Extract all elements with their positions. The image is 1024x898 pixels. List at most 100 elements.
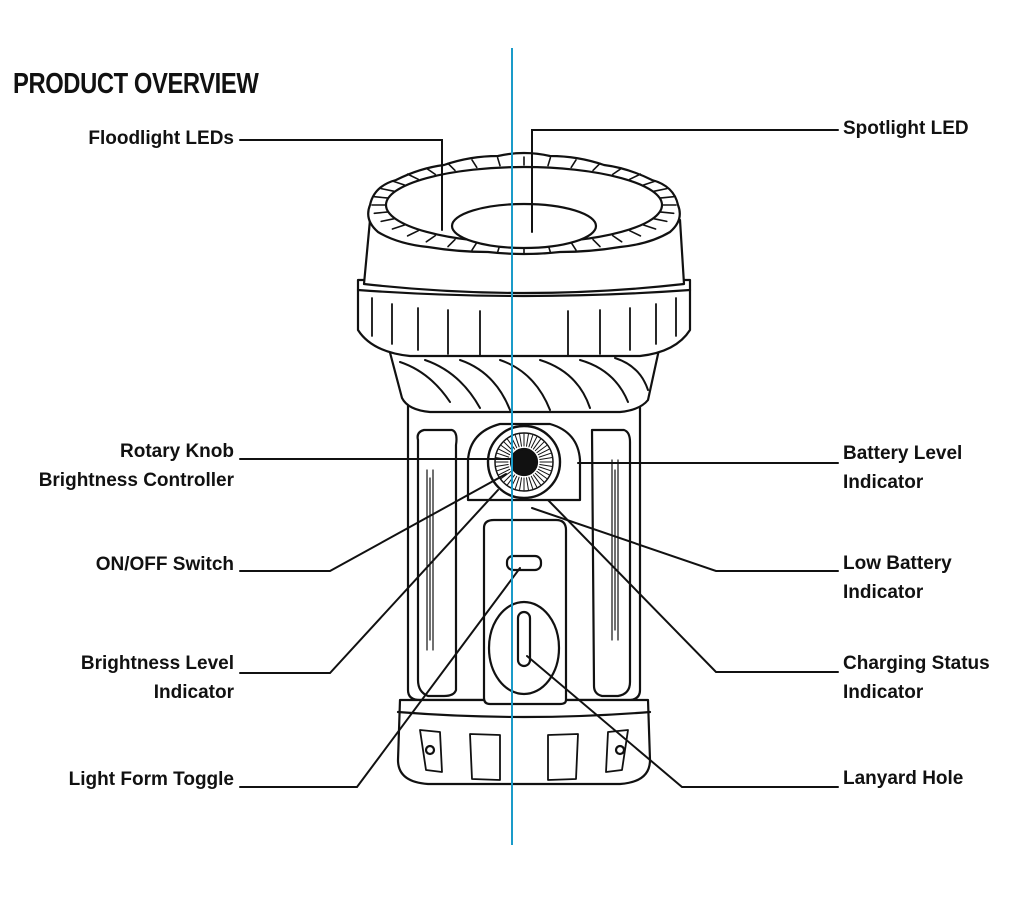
knob-knurl-line <box>536 470 548 479</box>
knob-knurl-line <box>528 434 534 448</box>
bezel-tooth <box>471 159 478 169</box>
bezel-tooth <box>406 229 420 237</box>
page-title: PRODUCT OVERVIEW <box>13 68 259 100</box>
knob-knurl-line <box>530 436 538 449</box>
bezel-tooth <box>471 241 478 251</box>
left-grip-panel <box>416 428 458 698</box>
bottom-screw-right <box>614 744 626 756</box>
knob-knurl-line <box>539 457 553 460</box>
bezel-tooth <box>391 180 406 186</box>
knob-knurl-line <box>534 441 545 452</box>
neck-groove-6 <box>579 359 629 403</box>
knob-knurl-line <box>496 452 510 458</box>
bezel-tooth <box>642 180 657 186</box>
label-battery-level: Battery Level Indicator <box>843 439 962 497</box>
bezel-tooth <box>391 224 406 230</box>
knob-knurl-line <box>498 468 511 476</box>
bezel-tooth <box>642 224 657 230</box>
knob-knurl-line <box>537 448 550 456</box>
bottom-cap-notch-3 <box>547 733 579 781</box>
knob-knurl-line <box>526 477 529 491</box>
neck-groove-4 <box>499 359 551 411</box>
label-low-battery-line2: Indicator <box>843 582 924 603</box>
bezel-tooth <box>447 238 456 248</box>
bezel-tooth <box>659 211 675 215</box>
label-battery-level-line2: Indicator <box>843 472 924 493</box>
label-battery-level-line1: Battery Level <box>843 443 963 464</box>
label-floodlight-leds: Floodlight LEDs <box>88 124 234 153</box>
collar-ring <box>356 278 692 358</box>
knob-knurl-line <box>519 477 522 491</box>
bezel-tooth <box>592 238 601 248</box>
bezel-tooth <box>425 167 437 176</box>
rotary-knob-center <box>509 447 539 477</box>
knob-knurl-line <box>534 472 545 483</box>
bottom-cap-notch-1 <box>419 729 443 773</box>
bezel-tooth <box>406 173 420 181</box>
bezel-tooth <box>628 173 642 181</box>
label-lanyard-hole: Lanyard Hole <box>843 764 963 793</box>
bezel-tooth <box>380 187 396 193</box>
bezel-tooth <box>611 167 623 176</box>
bottom-cap-notch-4 <box>605 729 629 773</box>
label-spotlight-led-line1: Spotlight LED <box>843 118 969 139</box>
label-brightness-level-line1: Brightness Level <box>80 653 234 674</box>
knob-knurl-line <box>538 452 552 458</box>
bezel-tooth <box>380 217 396 223</box>
bezel-tooth <box>570 159 577 169</box>
label-rotary-knob-line1: Rotary Knob <box>120 441 234 462</box>
knob-knurl-line <box>500 445 512 454</box>
collar-ring-top <box>356 288 692 298</box>
bezel-tooth <box>611 234 623 243</box>
label-spotlight-led: Spotlight LED <box>843 114 969 143</box>
knob-knurl-line <box>498 448 511 456</box>
light-form-toggle-button <box>505 554 543 572</box>
bezel-tooth <box>592 162 601 172</box>
label-charging-status-line1: Charging Status <box>843 653 990 674</box>
bottom-cap-rim <box>396 710 652 719</box>
bezel-tooth <box>652 187 668 193</box>
label-on-off-switch: ON/OFF Switch <box>96 550 234 579</box>
bezel-tooth <box>628 229 642 237</box>
spiral-neck <box>386 343 662 414</box>
knob-knurl-line <box>519 433 522 447</box>
leader-light-form-toggle <box>239 567 521 788</box>
label-low-battery: Low Battery Indicator <box>843 549 952 607</box>
label-lanyard-hole-line1: Lanyard Hole <box>843 768 964 789</box>
leader-brightness-level <box>239 489 499 674</box>
knob-knurl-line <box>496 466 510 472</box>
label-on-off-switch-line1: ON/OFF Switch <box>95 554 234 575</box>
knob-knurl-line <box>526 433 529 447</box>
knob-knurl-line <box>539 464 553 467</box>
knob-knurl-line <box>514 434 520 448</box>
bottom-screw-left <box>424 744 436 756</box>
bezel-tooth <box>652 217 668 223</box>
label-light-form-toggle: Light Form Toggle <box>69 765 234 794</box>
neck-groove-3 <box>459 359 511 411</box>
spotlight-lens <box>450 202 598 250</box>
knob-knurl-line <box>538 466 552 472</box>
right-grip-panel <box>590 428 632 698</box>
knob-knurl-line <box>528 476 534 490</box>
bezel-tooth <box>425 234 437 243</box>
bottom-cap <box>396 698 652 786</box>
leader-lanyard-hole <box>526 655 839 788</box>
label-charging-status-line2: Indicator <box>843 682 924 703</box>
knob-knurl-line <box>495 464 509 467</box>
leader-floodlight-leds <box>239 139 443 231</box>
knob-knurl-line <box>537 468 550 476</box>
bezel-tooth <box>659 195 675 199</box>
leader-low-battery <box>531 507 839 572</box>
bezel-tooth <box>496 156 501 167</box>
knob-knurl-line <box>514 476 520 490</box>
label-rotary-knob: Rotary Knob Brightness Controller <box>39 437 234 495</box>
right-grip-lettering <box>611 459 619 641</box>
neck-groove-2 <box>424 359 481 409</box>
bottom-cap-notch-2 <box>469 733 501 781</box>
label-light-form-toggle-line1: Light Form Toggle <box>68 769 234 790</box>
bezel-tooth <box>547 156 552 167</box>
knob-knurl-line <box>532 474 541 486</box>
bezel-tooth <box>570 241 577 251</box>
label-floodlight-leds-line1: Floodlight LEDs <box>88 128 234 149</box>
